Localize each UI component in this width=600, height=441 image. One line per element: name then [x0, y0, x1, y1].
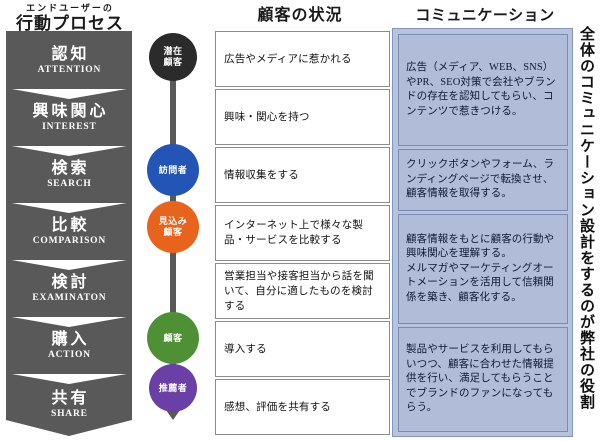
customer-lifecycle-spine: 潜在顧客訪問者見込み顧客顧客推薦者	[140, 31, 206, 437]
funnel-stage-label-en: ACTION	[47, 349, 91, 360]
funnel-stage-label-en: SHARE	[51, 409, 88, 419]
lifecycle-circle-label: 潜在	[163, 46, 183, 56]
funnel-stage-share[interactable]: 共有 SHARE	[6, 373, 132, 436]
customer-status-box-1[interactable]: 広告やメディアに惹かれる	[215, 31, 390, 87]
funnel-stage-label-jp: 検索	[51, 159, 90, 177]
lifecycle-circle-label: 顧客	[163, 332, 183, 343]
lifecycle-circle-3[interactable]: 見込み顧客	[147, 201, 199, 253]
lifecycle-circle-label: 推薦者	[158, 382, 188, 393]
customer-status-box-2[interactable]: 興味・関心を持つ	[215, 89, 390, 145]
funnel-stage-label-jp: 興味関心	[32, 102, 109, 120]
left-header-title: 行動プロセス	[16, 14, 124, 33]
funnel-stage-label-en: ATTENTION	[37, 64, 102, 75]
funnel-stage-label-jp: 認知	[51, 45, 90, 63]
communication-panel: 広告（メディア、WEB、SNS）やPR、SEO対策で会社やブランドの存在を認知し…	[392, 28, 573, 437]
funnel-stage-label-jp: 共有	[51, 390, 90, 407]
funnel-stage-label-en: SEARCH	[47, 178, 92, 189]
communication-box-2[interactable]: クリックボタンやフォーム、ランディングページで転換させ、顧客情報を取得する。	[398, 149, 568, 211]
column-header-middle: 顧客の状況	[257, 7, 343, 24]
funnel-stage-label-jp: 比較	[51, 216, 90, 234]
funnel-stage-label-en: INTEREST	[42, 121, 97, 132]
communication-box-text: 製品やサービスを利用してもらいつつ、顧客に合わせた情報提供を行い、満足してもらう…	[406, 344, 554, 414]
communication-box-3[interactable]: 顧客情報をもとに顧客の行動や興味関心を理解する。メルマガやマーケティングオートメ…	[398, 214, 568, 324]
customer-status-box-6[interactable]: 導入する	[215, 321, 390, 377]
left-header-subtitle: エンドユーザーの	[26, 3, 114, 13]
funnel-stage-label-jp: 購入	[51, 330, 90, 348]
communication-box-text: 顧客情報をもとに顧客の行動や興味関心を理解する。メルマガやマーケティングオートメ…	[406, 233, 555, 303]
customer-status-list: 広告やメディアに惹かれる興味・関心を持つ情報収集をするインターネット上で様々な製…	[215, 31, 390, 437]
lifecycle-circle-2[interactable]: 訪問者	[147, 144, 199, 196]
vertical-role-note: 全体のコミュニケーション設計をするのが弊社の役割	[578, 26, 594, 410]
lifecycle-circle-label: 見込み	[158, 216, 188, 226]
lifecycle-circle-label: 顧客	[163, 227, 183, 237]
customer-status-box-3[interactable]: 情報収集をする	[215, 147, 390, 203]
lifecycle-circle-label: 訪問者	[158, 164, 188, 175]
funnel-stage-label-jp: 検討	[51, 273, 90, 291]
customer-status-box-7[interactable]: 感想、評価を共有する	[215, 379, 390, 435]
lifecycle-circle-1[interactable]: 潜在顧客	[149, 33, 197, 81]
communication-box-text: クリックボタンやフォーム、ランディングページで転換させ、顧客情報を取得する。	[406, 159, 555, 200]
communication-box-text: 広告（メディア、WEB、SNS）やPR、SEO対策で会社やブランドの存在を認知し…	[406, 62, 556, 117]
lifecycle-circle-4[interactable]: 顧客	[147, 312, 199, 364]
lifecycle-circle-5[interactable]: 推薦者	[149, 364, 197, 412]
communication-box-4[interactable]: 製品やサービスを利用してもらいつつ、顧客に合わせた情報提供を行い、満足してもらう…	[398, 327, 568, 432]
column-header-right: コミュニケーション	[415, 8, 555, 24]
communication-box-1[interactable]: 広告（メディア、WEB、SNS）やPR、SEO対策で会社やブランドの存在を認知し…	[398, 34, 568, 146]
customer-status-box-5[interactable]: 営業担当や接客担当から話を聞いて、自分に適したものを検討する	[215, 263, 390, 319]
funnel-stage-label-en: COMPARISON	[32, 235, 107, 246]
lifecycle-circle-label: 顧客	[163, 57, 183, 67]
funnel-stage-label-en: EXAMINATON	[32, 292, 107, 303]
customer-status-box-4[interactable]: インターネット上で様々な製品・サービスを比較する	[215, 205, 390, 261]
column-header-left: エンドユーザーの 行動プロセス	[0, 2, 140, 34]
